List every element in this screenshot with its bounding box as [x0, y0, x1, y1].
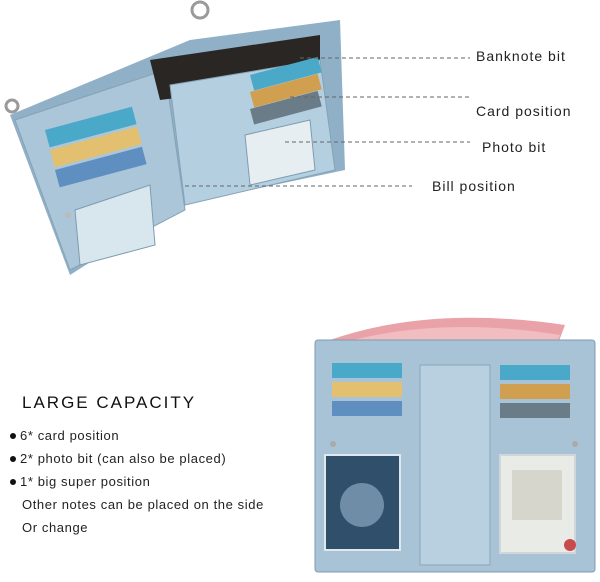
card-position-label: Card position — [476, 103, 572, 119]
bill-position-label: Bill position — [432, 178, 516, 194]
leader-lines — [185, 57, 470, 187]
card-slot — [332, 382, 402, 397]
zipper-icon — [572, 441, 578, 447]
card-slot — [332, 363, 402, 378]
card-slot — [54, 146, 147, 188]
zipper-icon — [330, 441, 336, 447]
card-slot — [500, 365, 570, 380]
feature-bullet: 1* big super position — [10, 474, 150, 489]
card-slot — [249, 56, 322, 91]
wallet-photo-bottom — [314, 317, 596, 573]
feature-bullet: 6* card position — [10, 428, 119, 443]
card-slot — [332, 401, 402, 416]
bullet-dot-icon — [10, 455, 16, 462]
card-slot — [500, 403, 570, 418]
bullet-dot-icon — [10, 478, 16, 485]
capacity-heading: LARGE CAPACITY — [22, 393, 197, 412]
feature-bullet: 2* photo bit (can also be placed) — [10, 451, 226, 466]
photo-bit-label: Photo bit — [482, 139, 547, 155]
card-slot — [250, 90, 322, 125]
photo-window — [244, 119, 316, 186]
card-slot — [50, 126, 142, 168]
bullet-dot-icon — [10, 432, 16, 439]
banknote-bit-label: Banknote bit — [476, 48, 566, 64]
photo-window — [74, 184, 156, 266]
wallet-photo-top — [4, 0, 345, 275]
card-slot — [250, 73, 322, 108]
feature-note: Or change — [22, 520, 89, 535]
card-slot — [500, 384, 570, 399]
zipper-icon — [65, 212, 71, 218]
card-slot — [45, 106, 137, 148]
ring-icon — [190, 0, 210, 20]
feature-note: Other notes can be placed on the side — [22, 497, 264, 512]
